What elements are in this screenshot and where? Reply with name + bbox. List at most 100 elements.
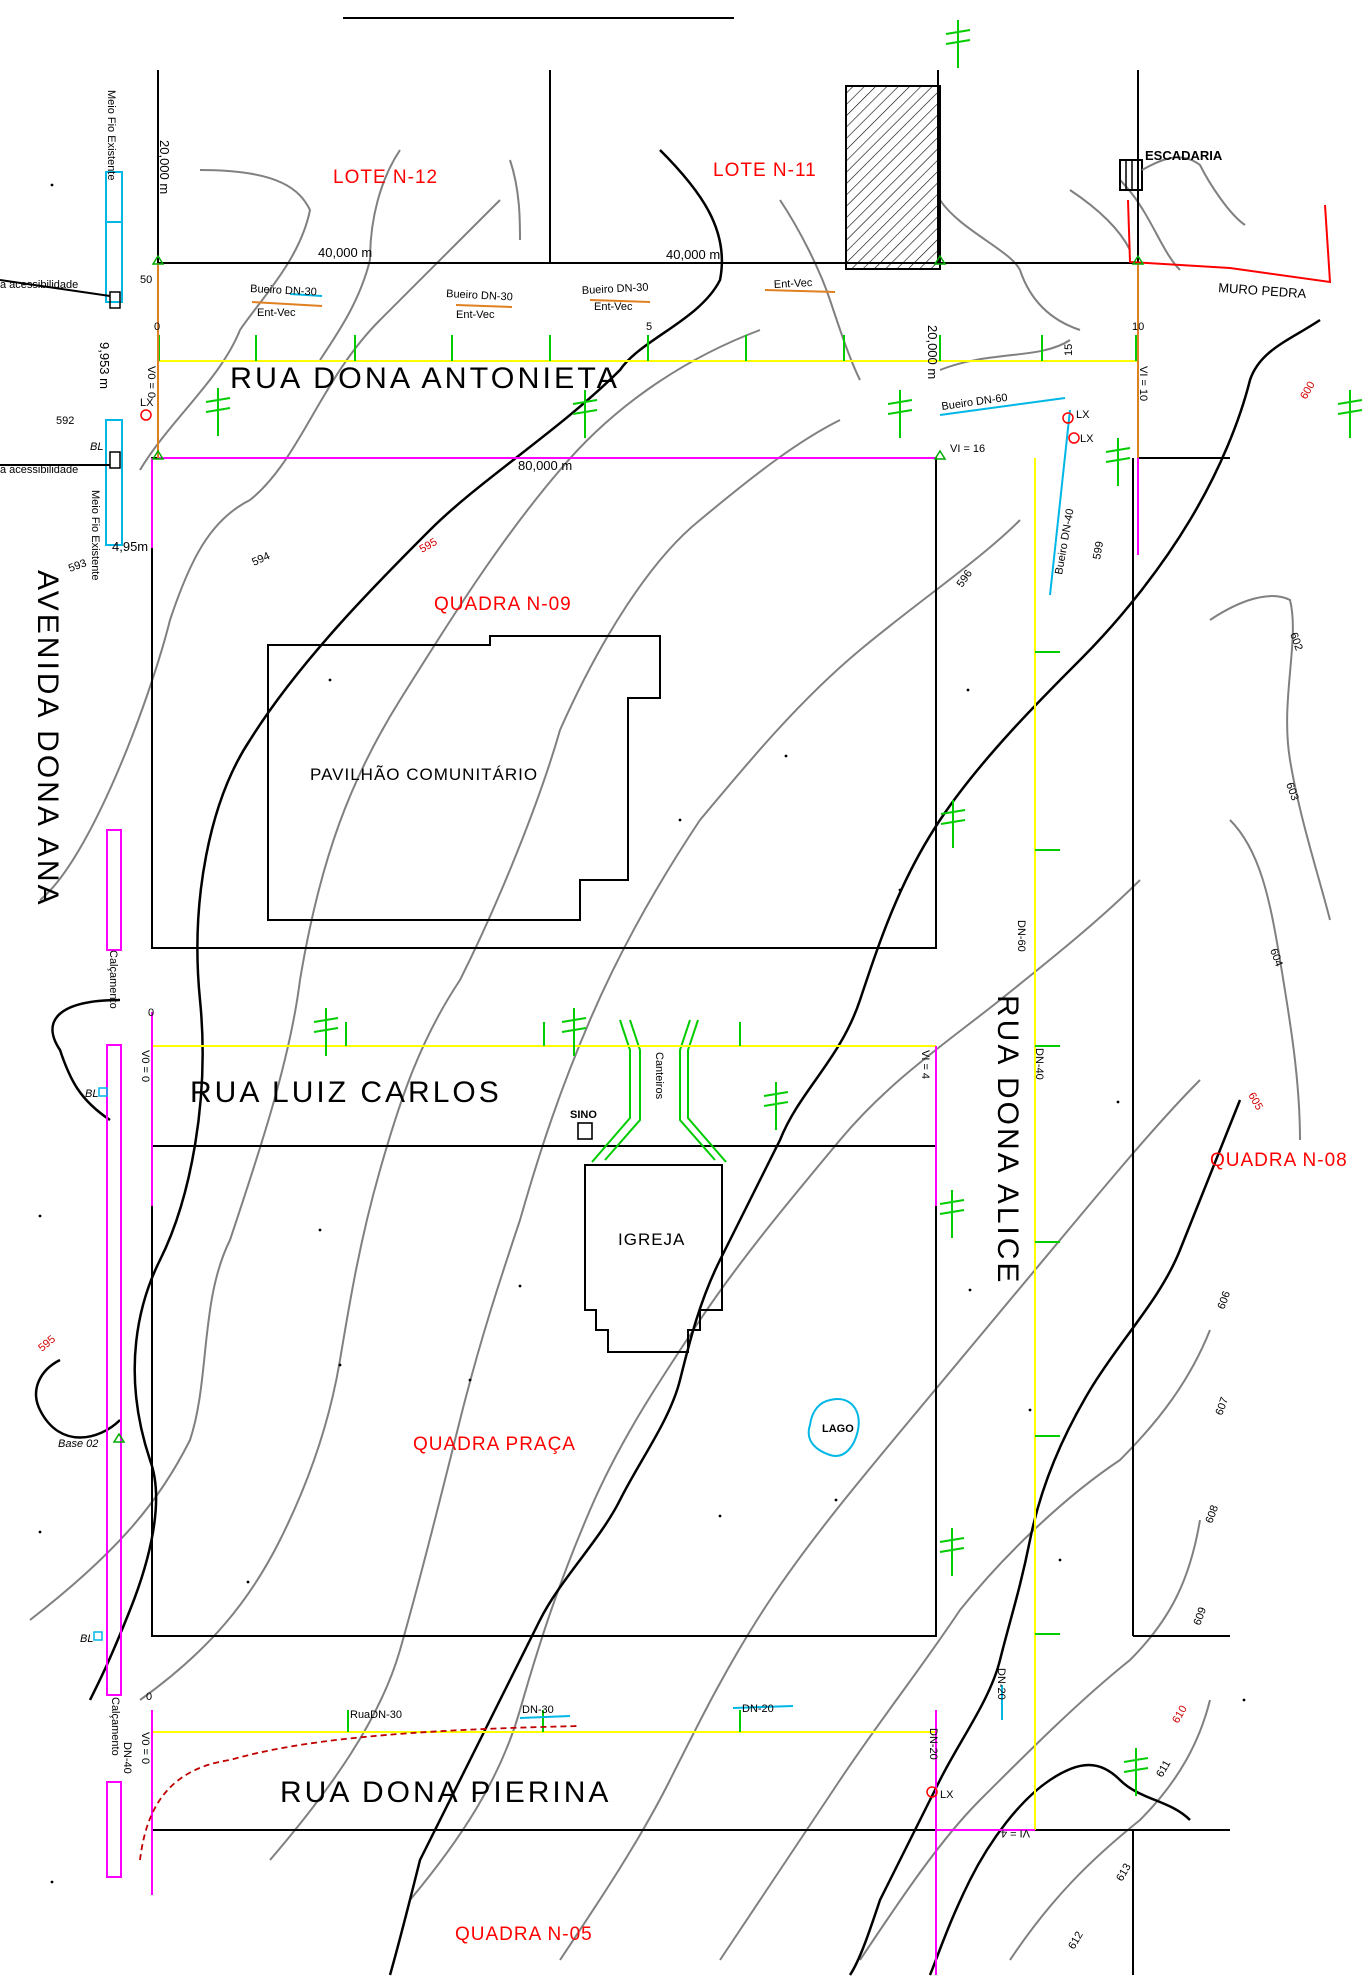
label-sino: SINO <box>570 1109 597 1121</box>
contour-605: 605 <box>1245 1091 1265 1113</box>
label-dn-30: DN-30 <box>522 1704 554 1716</box>
label-acess-a: a acessibilidade <box>0 279 78 291</box>
escadaria <box>1119 156 1246 226</box>
label-canteiros: Canteiros <box>653 1052 665 1100</box>
contour-609: 609 <box>1192 1606 1210 1627</box>
label-bl-c: BL <box>80 1633 93 1645</box>
dim-40-a: 40,000 m <box>318 245 372 260</box>
label-ent-vec-a: Ent-Vec <box>257 307 296 319</box>
label-muro-pedra: MURO PEDRA <box>1218 280 1307 301</box>
dim-9953: 9,953 m <box>97 342 112 389</box>
contour-611: 611 <box>1154 1758 1173 1779</box>
label-bl-b: BL <box>85 1088 98 1100</box>
muro-pedra <box>1127 199 1332 284</box>
label-pavilhao: PAVILHÃO COMUNITÁRIO <box>310 765 538 784</box>
index-contours <box>34 149 1321 1976</box>
label-bueiro-30-a: Bueiro DN-30 <box>250 283 317 298</box>
igreja-outline <box>584 1164 723 1353</box>
contour-595b: 595 <box>36 1333 58 1354</box>
contour-592: 592 <box>56 415 74 427</box>
block-outlines <box>151 17 1230 1975</box>
contour-613: 613 <box>1114 1862 1134 1884</box>
station-10: 10 <box>1132 321 1144 333</box>
label-calcamento-a: Calçamento <box>107 950 119 1009</box>
label-dn-20-c: DN-20 <box>927 1728 939 1760</box>
dim-40-b: 40,000 m <box>666 247 720 262</box>
dimension-lines <box>157 263 1139 458</box>
contour-602: 602 <box>1287 631 1305 652</box>
contour-593: 593 <box>67 557 88 575</box>
pavilhao-outline <box>267 635 661 921</box>
bl-markers <box>93 1087 108 1641</box>
street-rua-luiz-carlos: RUA LUIZ CARLOS <box>190 1076 502 1109</box>
contour-608: 608 <box>1204 1504 1222 1525</box>
label-dn-20-b: DN-20 <box>995 1668 1007 1700</box>
contour-604: 604 <box>1267 947 1285 968</box>
station-v1-4: VI = 4 <box>919 1050 931 1079</box>
station-v0-b: V0 = 0 <box>139 1050 151 1082</box>
contour-610: 610 <box>1170 1704 1190 1726</box>
label-bueiro-30-b: Bueiro DN-30 <box>446 288 513 303</box>
poles <box>205 20 1363 1796</box>
contour-594: 594 <box>250 550 272 569</box>
label-quadra-n08: QUADRA N-08 <box>1210 1150 1348 1171</box>
dim-50: 50 <box>140 274 152 286</box>
label-meio-fio-top: Meio Fio Existente <box>105 90 117 180</box>
dim-20-left: 20,000 m <box>157 140 172 194</box>
label-quadra-praca: QUADRA PRAÇA <box>413 1434 576 1455</box>
label-lx-b: LX <box>1076 409 1090 421</box>
station-v0-c: V0 = 0 <box>139 1732 151 1764</box>
label-dn-20-a: DN-20 <box>742 1703 774 1715</box>
label-lx-d: LX <box>940 1789 954 1801</box>
label-calcamento-b: Calçamento <box>109 1697 121 1756</box>
label-dn-40: DN-40 <box>1033 1048 1045 1080</box>
dashed-pipe <box>139 1725 581 1861</box>
label-quadra-n05: QUADRA N-05 <box>455 1924 593 1945</box>
street-rua-dona-antonieta: RUA DONA ANTONIETA <box>230 362 620 395</box>
label-acess-b: a acessibilidade <box>0 464 78 476</box>
lx-markers <box>140 409 1080 1798</box>
street-rua-dona-pierina: RUA DONA PIERINA <box>280 1776 611 1809</box>
canteiros-paths <box>591 1019 727 1163</box>
label-dn-60: DN-60 <box>1015 920 1027 952</box>
label-base-02: Base 02 <box>58 1438 98 1450</box>
label-lago: LAGO <box>822 1423 854 1435</box>
label-escadaria: ESCADARIA <box>1145 148 1223 163</box>
station-v1-16: VI = 16 <box>950 443 985 455</box>
label-meio-fio-bottom: Meio Fio Existente <box>89 490 101 580</box>
dim-495: 4,95m <box>112 539 148 554</box>
label-lote-n12: LOTE N-12 <box>333 167 438 188</box>
survey-dots <box>38 183 1246 1884</box>
station-0-c: 0 <box>146 1691 152 1703</box>
contour-603: 603 <box>1283 781 1301 802</box>
station-5: 5 <box>646 321 652 333</box>
station-ticks <box>158 335 1137 1732</box>
station-0-a: 0 <box>154 321 160 333</box>
curb-lines <box>106 360 1139 1975</box>
label-lx-a: LX <box>140 397 154 409</box>
contour-612: 612 <box>1066 1930 1086 1952</box>
label-bueiro-30-c: Bueiro DN-30 <box>582 282 649 297</box>
station-0-b: 0 <box>148 1007 154 1019</box>
dim-80: 80,000 m <box>518 458 572 473</box>
meio-fio <box>0 171 123 546</box>
label-ent-vec-b: Ent-Vec <box>456 309 495 321</box>
sino-box <box>577 1122 593 1140</box>
label-rua-dn-30: RuaDN-30 <box>350 1709 402 1721</box>
label-lx-c: LX <box>1080 433 1094 445</box>
contour-596: 596 <box>955 568 975 590</box>
station-v1-4b: VI = 4 <box>1001 1827 1030 1839</box>
label-ent-vec-c: Ent-Vec <box>594 301 633 313</box>
contour-599: 599 <box>1091 540 1106 560</box>
label-igreja: IGREJA <box>618 1230 685 1249</box>
label-quadra-n09: QUADRA N-09 <box>434 594 572 615</box>
contour-600: 600 <box>1298 380 1318 402</box>
station-v1-10: VI = 10 <box>1137 366 1149 401</box>
station-15: 15 <box>1063 344 1075 356</box>
label-ent-vec-d: Ent-Vec <box>774 277 814 291</box>
lago-outline <box>807 1398 860 1457</box>
contour-606: 606 <box>1216 1290 1234 1311</box>
dim-20-right: 20,000 m <box>925 325 940 379</box>
station-v0-a: V0 = 0 <box>145 366 157 398</box>
